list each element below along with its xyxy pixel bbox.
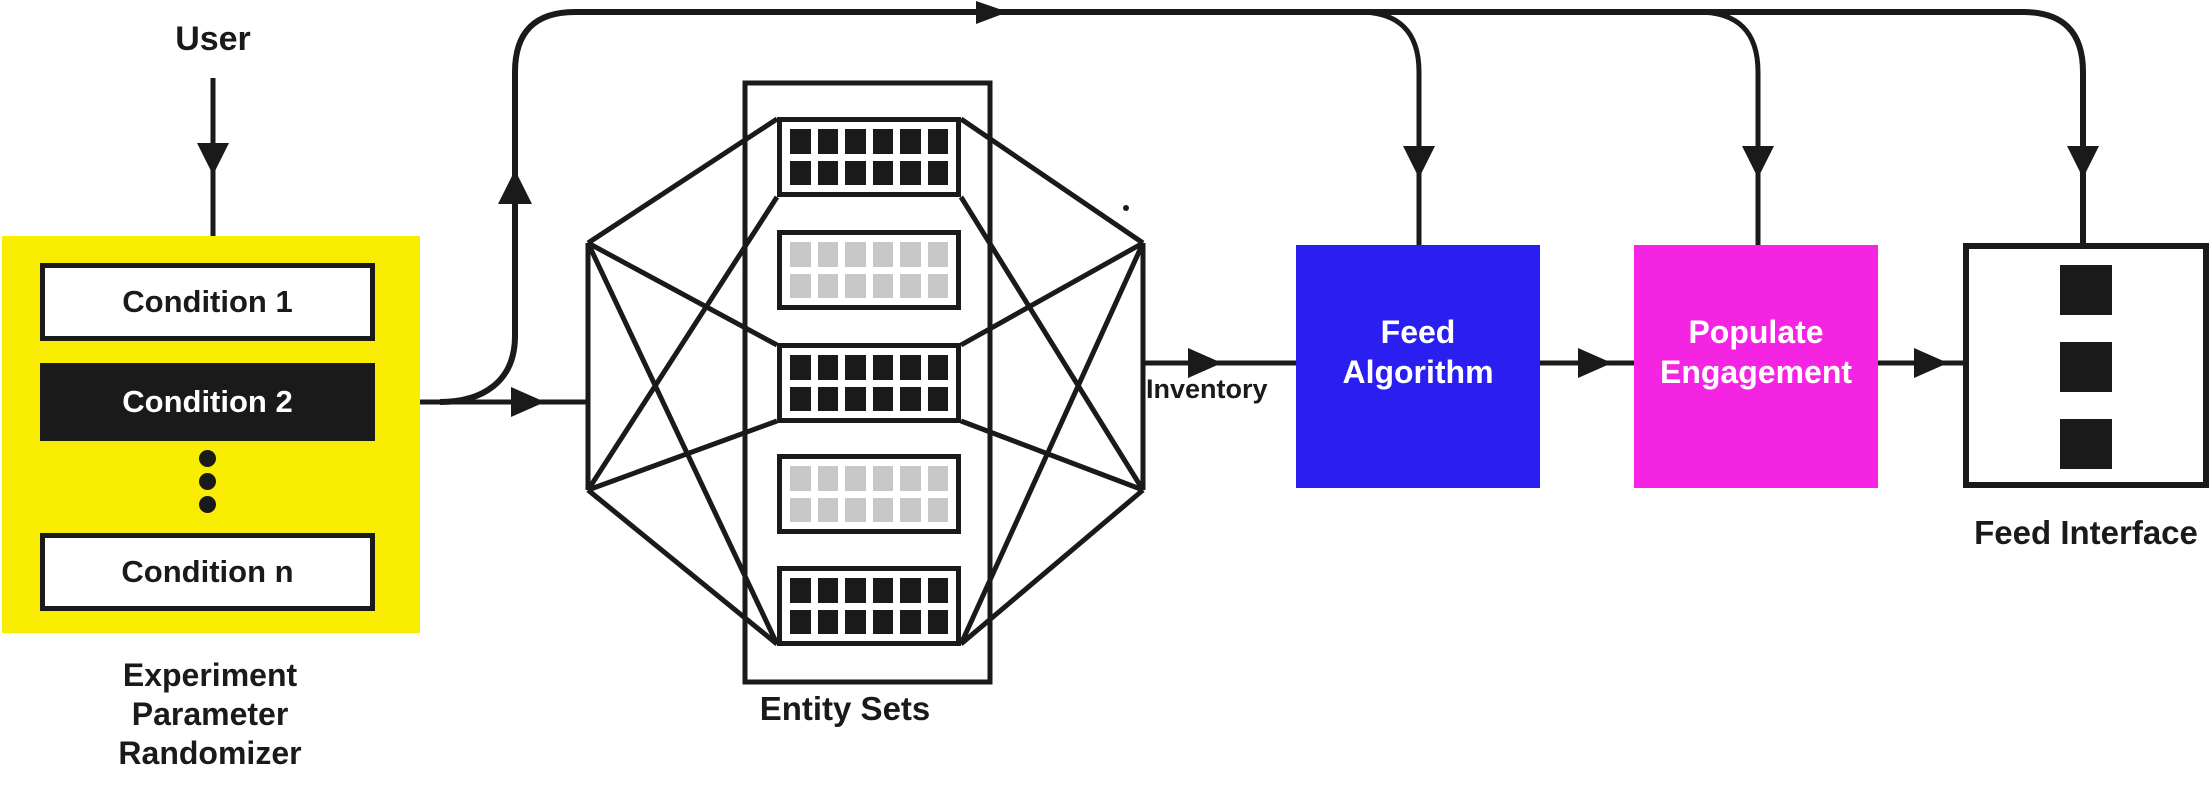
entity-row <box>777 343 961 423</box>
feed-item-square <box>2060 419 2112 469</box>
user-label: User <box>175 20 251 58</box>
arrowhead-down-populate-engagement <box>1742 146 1774 178</box>
arrowhead-up-feedback <box>498 170 532 204</box>
entity-square-grid <box>790 466 948 522</box>
condition-n-box: Condition n <box>40 533 375 611</box>
entity-row <box>777 454 961 534</box>
entity-fan-lines <box>585 116 1146 646</box>
feed-algorithm-label-line: Feed <box>1380 313 1456 350</box>
entity-square-grid <box>790 355 948 411</box>
caption-line: Experiment <box>122 657 298 693</box>
populate-engagement-box: Populate Engagement <box>1634 245 1878 488</box>
populate-engagement-label-line: Populate <box>1688 313 1824 350</box>
caption-line: Parameter <box>131 696 289 732</box>
entity-sets-caption: Entity Sets <box>759 690 931 727</box>
experiment-randomizer-box: Condition 1 Condition 2 Condition n <box>2 236 420 633</box>
entity-row <box>777 117 961 197</box>
experiment-randomizer-caption: Experiment Parameter Randomizer <box>10 656 410 773</box>
feedback-loop-path <box>439 9 2086 405</box>
caption-line: Randomizer <box>118 735 302 771</box>
feed-interface-box <box>1963 243 2209 488</box>
drop-to-feed-algorithm <box>1358 9 1422 245</box>
arrowhead-right-algo-engagement <box>1578 348 1612 378</box>
feed-item-square <box>2060 342 2112 392</box>
condition-2-box-selected: Condition 2 <box>40 363 375 441</box>
arrowhead-right-engagement-interface <box>1914 348 1948 378</box>
feed-interface-caption: Feed Interface <box>1974 514 2198 551</box>
feed-item-square <box>2060 265 2112 315</box>
arrowhead-down-feed-algorithm <box>1403 146 1435 178</box>
flow-connectors <box>210 9 2086 405</box>
drop-to-populate-engagement <box>1697 9 1761 245</box>
entity-square-grid <box>790 578 948 634</box>
arrowheads <box>197 1 2099 417</box>
arrowhead-right-toploop <box>976 1 1008 24</box>
entity-row <box>777 566 961 646</box>
arrowhead-down-user <box>197 143 229 175</box>
entity-row <box>777 230 961 310</box>
condition-1-box: Condition 1 <box>40 263 375 341</box>
conditions-ellipsis-dots <box>199 450 216 513</box>
arrowhead-down-feed-interface <box>2067 146 2099 178</box>
entity-square-grid <box>790 129 948 185</box>
entity-square-grid <box>790 242 948 298</box>
feed-algorithm-label-line: Algorithm <box>1342 353 1494 390</box>
populate-engagement-label-line: Engagement <box>1659 353 1853 390</box>
arrowhead-right-condition2 <box>511 387 545 417</box>
stray-dot-artifact <box>1123 205 1129 211</box>
inventory-label: Inventory <box>1146 374 1268 404</box>
arrowhead-right-inventory <box>1188 348 1222 378</box>
feed-algorithm-box: Feed Algorithm <box>1296 245 1540 488</box>
